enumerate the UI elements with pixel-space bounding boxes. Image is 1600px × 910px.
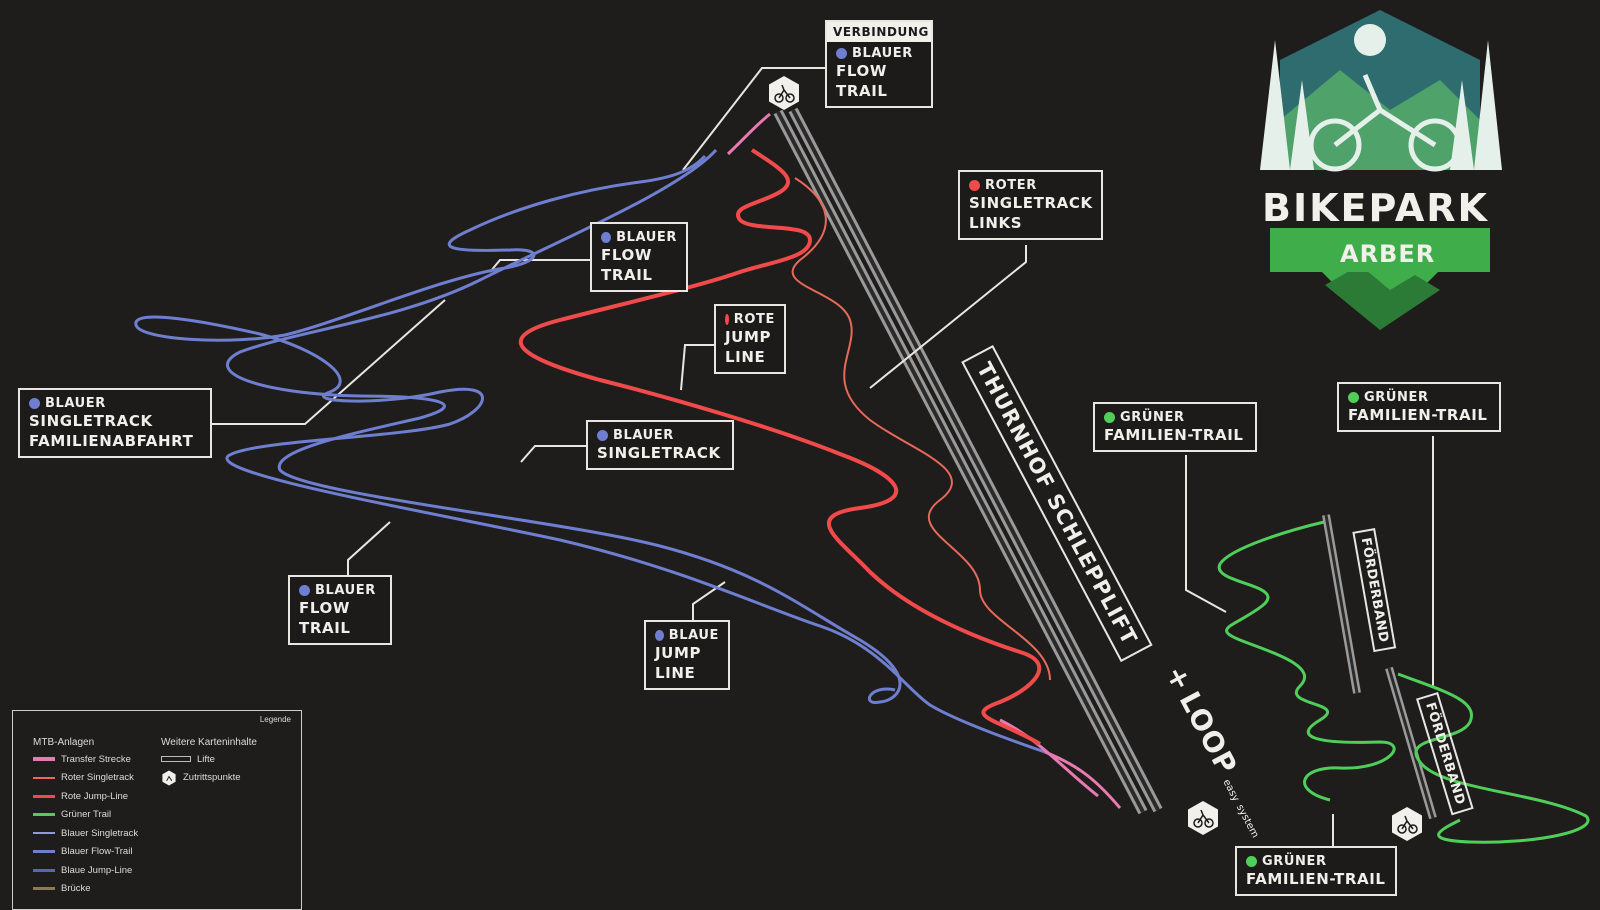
green-trail-swatch-icon — [33, 813, 55, 817]
legend-item: Zutrittspunkte — [183, 772, 241, 784]
blue-singletrack-swatch-icon — [33, 832, 55, 835]
label-name: LINE — [725, 348, 766, 366]
legend-item: Blauer Singletrack — [61, 827, 139, 839]
foerderband-lift-b — [1385, 666, 1437, 820]
label-blauer-singletrack[interactable]: BLAUER SINGLETRACK — [586, 420, 734, 470]
blue-dot-icon — [597, 430, 608, 441]
bikepark-logo — [1260, 10, 1502, 330]
label-kind: ROTER — [985, 178, 1037, 193]
legend-item: Blaue Jump-Line — [61, 864, 133, 876]
legend-item: Rote Jump-Line — [61, 790, 129, 802]
red-dot-icon — [969, 180, 980, 191]
label-kind: BLAUER — [613, 428, 674, 443]
label-blauer-flow-trail-top[interactable]: BLAUER FLOW TRAIL — [590, 222, 688, 292]
blue-dot-icon — [601, 232, 612, 243]
label-name: LINE — [655, 664, 696, 682]
leader-lines — [212, 67, 1434, 852]
label-blauer-singletrack-familienabfahrt[interactable]: BLAUER SINGLETRACK FAMILIENABFAHRT — [18, 388, 212, 458]
label-kind: GRÜNER — [1364, 390, 1429, 405]
label-name: TRAIL — [299, 619, 351, 637]
legend-title: Legende — [259, 715, 291, 724]
brand-title: BIKEPARK — [1262, 186, 1489, 230]
label-name: FLOW — [299, 599, 350, 617]
legend-item: Roter Singletrack — [61, 772, 134, 784]
label-blauer-flow-trail-bottom[interactable]: BLAUER FLOW TRAIL — [288, 575, 392, 645]
blue-jump-swatch-icon — [33, 868, 55, 872]
label-name: LINKS — [969, 214, 1023, 232]
brand-subtitle: ARBER — [1340, 240, 1436, 268]
blue-dot-icon — [299, 585, 310, 596]
label-kind: BLAUER — [315, 583, 376, 598]
blue-trails — [134, 148, 1046, 754]
bike-hexagon-icon — [1392, 807, 1422, 841]
green-dot-icon — [1246, 856, 1257, 867]
label-name: TRAIL — [836, 82, 888, 100]
label-name: FLOW — [836, 62, 887, 80]
transfer-route — [726, 112, 1122, 809]
lift-swatch-icon — [161, 756, 191, 763]
label-roter-singletrack-links[interactable]: ROTER SINGLETRACK LINKS — [958, 170, 1103, 240]
label-kind: ROTE — [733, 312, 775, 327]
label-name: SINGLETRACK — [29, 412, 153, 430]
green-dot-icon — [1104, 412, 1115, 423]
label-rote-jump-line[interactable]: ROTE JUMP LINE — [714, 304, 786, 374]
legend-item: Transfer Strecke — [61, 753, 131, 765]
legend-mtb-head: MTB-Anlagen — [33, 737, 95, 748]
legend-item: Brücke — [61, 883, 91, 895]
blue-dot-icon — [836, 48, 847, 59]
label-name: TRAIL — [601, 266, 653, 284]
foerderband-lift-a — [1322, 514, 1361, 694]
label-gruener-familien-trail-2[interactable]: GRÜNER FAMILIEN-TRAIL — [1337, 382, 1501, 432]
label-name: JUMP — [655, 644, 702, 662]
legend-item: Blauer Flow-Trail — [61, 846, 133, 858]
bike-hexagon-icon — [1188, 801, 1218, 835]
legend-item: Lifte — [197, 753, 215, 765]
red-singletrack-swatch-icon — [33, 776, 55, 779]
label-name: SINGLETRACK — [969, 194, 1093, 212]
label-verbindung-head: VERBINDUNG — [827, 22, 931, 42]
red-jump-swatch-icon — [33, 794, 55, 798]
blue-flow-swatch-icon — [33, 850, 55, 854]
label-kind: GRÜNER — [1120, 410, 1185, 425]
bridge-swatch-icon — [33, 887, 55, 891]
label-name: FAMILIEN-TRAIL — [1348, 406, 1488, 424]
red-dot-icon — [725, 314, 729, 325]
label-kind: GRÜNER — [1262, 854, 1327, 869]
label-verbindung-flow-trail[interactable]: VERBINDUNG BLAUER FLOW TRAIL — [825, 20, 933, 108]
label-blaue-jump-line[interactable]: BLAUE JUMP LINE — [644, 620, 730, 690]
label-gruener-familien-trail-1[interactable]: GRÜNER FAMILIEN-TRAIL — [1093, 402, 1257, 452]
label-kind: BLAUER — [616, 230, 677, 245]
access-point-icon — [162, 770, 176, 786]
label-name: FLOW — [601, 246, 652, 264]
label-kind: BLAUER — [852, 46, 913, 61]
blue-dot-icon — [29, 398, 40, 409]
red-trails — [518, 148, 1051, 746]
label-name: FAMILIEN-TRAIL — [1246, 870, 1386, 888]
transfer-swatch-icon — [33, 757, 55, 762]
label-name: JUMP — [725, 328, 772, 346]
thurnhof-schlepplift-lift — [773, 107, 1163, 815]
green-trails — [1217, 520, 1590, 844]
legend-other-head: Weitere Karteninhalte — [161, 737, 257, 748]
label-kind: BLAUER — [45, 396, 106, 411]
label-name: FAMILIENABFAHRT — [29, 432, 194, 450]
label-name: SINGLETRACK — [597, 444, 721, 462]
map-legend: Legende MTB-Anlagen Transfer Strecke Rot… — [12, 710, 302, 910]
label-kind: BLAUE — [668, 628, 719, 643]
label-name: FAMILIEN-TRAIL — [1104, 426, 1244, 444]
green-dot-icon — [1348, 392, 1359, 403]
label-gruener-familien-trail-3[interactable]: GRÜNER FAMILIEN-TRAIL — [1235, 846, 1397, 896]
legend-item: Grüner Trail — [61, 809, 112, 821]
blue-dot-icon — [655, 630, 664, 641]
bike-hexagon-icon — [769, 76, 799, 110]
